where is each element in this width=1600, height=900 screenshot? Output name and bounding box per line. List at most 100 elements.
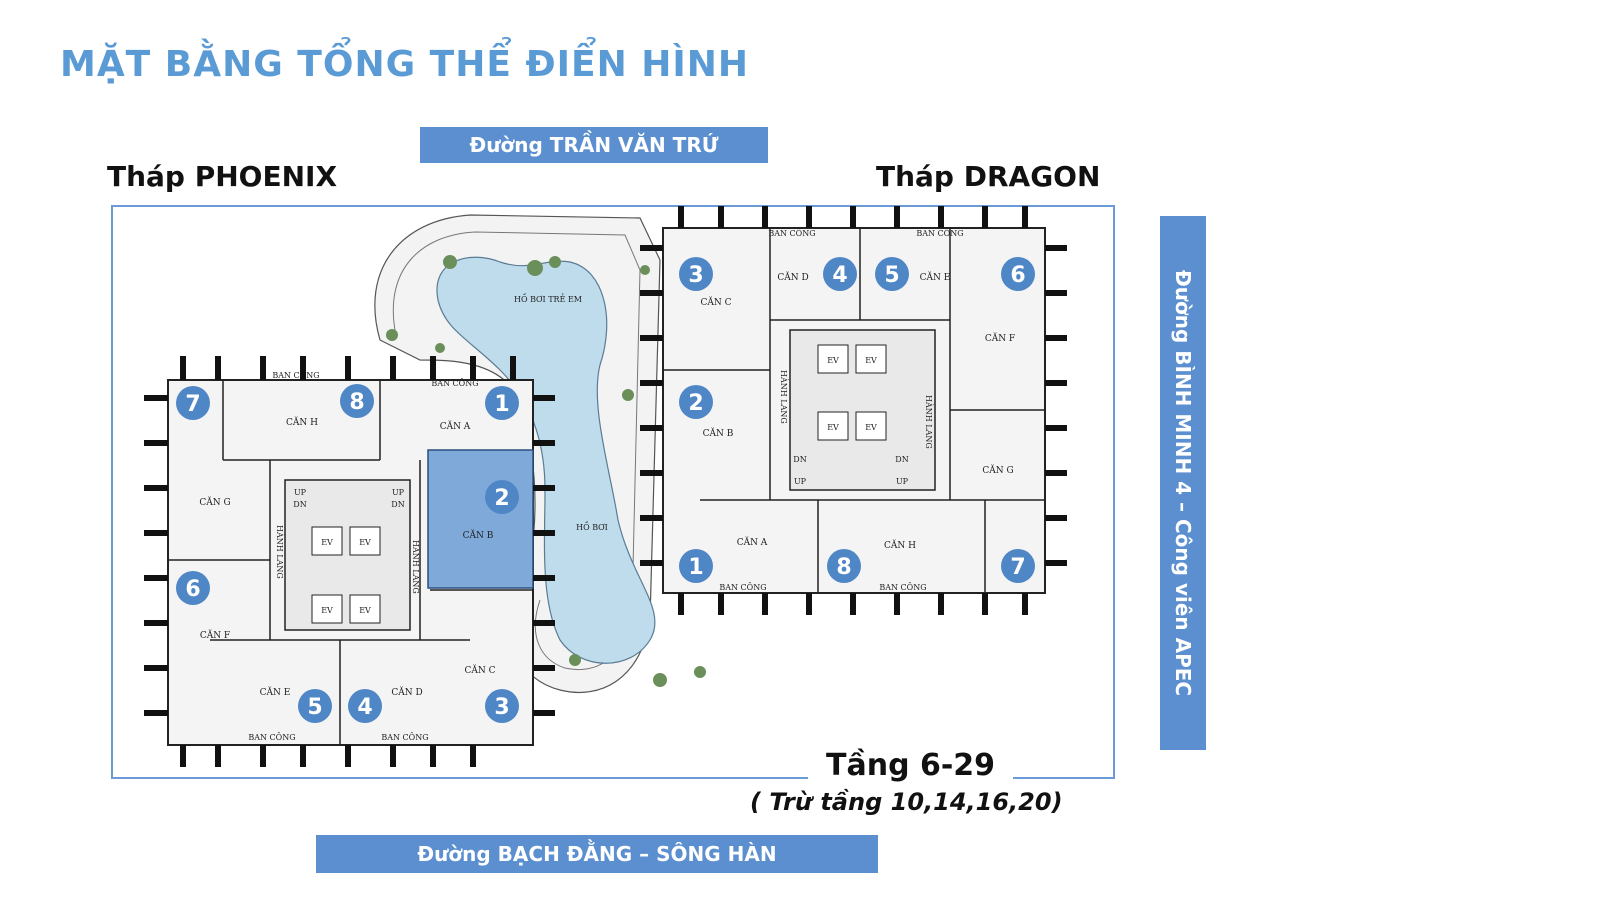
- unit-number: 6: [1010, 263, 1025, 288]
- phoenix-tower: EV EV EV EV UP UP DN DN HÀNH LANG HÀNH L…: [144, 356, 555, 767]
- greenery: [386, 255, 706, 687]
- dragon-unit-3: 3 CĂN C: [679, 257, 732, 308]
- phoenix-corridor-label: HÀNH LANG: [411, 540, 420, 594]
- unit-name: CĂN B: [463, 529, 494, 541]
- dragon-up-label: UP: [794, 477, 807, 486]
- dragon-corridor-label: HÀNH LANG: [779, 370, 788, 424]
- dragon-unit-5: 5 CĂN E: [875, 257, 950, 291]
- unit-number: 7: [1010, 555, 1025, 580]
- unit-name: CĂN C: [700, 296, 731, 308]
- street-bottom-label: Đường BẠCH ĐẰNG – SÔNG HÀN: [316, 835, 878, 873]
- unit-number: 2: [688, 391, 703, 416]
- dragon-balcony-label: BAN CÔNG: [768, 229, 815, 238]
- unit-number: 2: [494, 486, 509, 511]
- phoenix-ev-label: EV: [359, 538, 371, 547]
- dragon-elevator: [817, 344, 849, 374]
- dragon-up-label: UP: [896, 477, 909, 486]
- dragon-unit-4: 4 CĂN D: [777, 257, 857, 291]
- phoenix-balcony-label: BAN CÔNG: [381, 733, 428, 742]
- dragon-balcony-label: BAN CÔNG: [916, 229, 963, 238]
- unit-name: CĂN A: [737, 536, 768, 548]
- dragon-balcony-label: BAN CÔNG: [879, 583, 926, 592]
- phoenix-unit-7: 7 CĂN G: [176, 386, 231, 508]
- unit-name: CĂN G: [199, 496, 230, 508]
- phoenix-down-label: DN: [391, 500, 404, 509]
- phoenix-ev-label: EV: [321, 606, 333, 615]
- phoenix-elevator: [311, 526, 343, 556]
- dragon-ev-label: EV: [827, 356, 839, 365]
- dragon-down-label: DN: [793, 455, 806, 464]
- unit-number: 1: [494, 392, 509, 417]
- kids-pool-label: HỒ BƠI TRẺ EM: [514, 294, 582, 304]
- phoenix-elevator: [349, 526, 381, 556]
- floor-range: Tầng 6-29: [808, 748, 1014, 783]
- dragon-balcony-label: BAN CÔNG: [719, 583, 766, 592]
- unit-name: CĂN F: [200, 629, 230, 641]
- dragon-down-label: DN: [895, 455, 908, 464]
- phoenix-ev-label: EV: [359, 606, 371, 615]
- dragon-unit-8: 8 CĂN H: [827, 539, 916, 583]
- dragon-corridor-label: HÀNH LANG: [924, 395, 933, 449]
- phoenix-unit-6: 6 CĂN F: [176, 571, 230, 641]
- phoenix-up-label: UP: [392, 488, 405, 497]
- tower-dragon-label: Tháp DRAGON: [876, 160, 1101, 193]
- main-pool-label: HỒ BƠI: [576, 522, 608, 532]
- phoenix-unit-b-highlight: [427, 449, 534, 589]
- unit-number: 4: [357, 695, 372, 720]
- dragon-elevator: [855, 344, 887, 374]
- unit-name: CĂN D: [391, 686, 422, 698]
- unit-name: CĂN B: [703, 427, 734, 439]
- phoenix-corridor-label: HÀNH LANG: [275, 525, 284, 579]
- phoenix-balcony-label: BAN CÔNG: [272, 371, 319, 380]
- phoenix-elevator: [349, 594, 381, 624]
- phoenix-elevator: [311, 594, 343, 624]
- dragon-ev-label: EV: [865, 356, 877, 365]
- phoenix-unit-8: 8 CĂN H: [286, 384, 374, 428]
- dragon-walls: [663, 228, 1045, 593]
- tower-phoenix-label: Tháp PHOENIX: [107, 160, 338, 193]
- unit-number: 1: [688, 555, 703, 580]
- dragon-ev-label: EV: [865, 423, 877, 432]
- street-right-text: Đường BÌNH MINH 4 – Công viên APEC: [1171, 269, 1195, 697]
- dragon-ev-label: EV: [827, 423, 839, 432]
- unit-number: 5: [884, 263, 899, 288]
- dragon-unit-1: 1 CĂN A: [679, 536, 768, 583]
- phoenix-unit-1: 1 CĂN A: [440, 386, 519, 432]
- dragon-unit-2: 2 CĂN B: [679, 385, 734, 439]
- floor-note: ( Trừ tầng 10,14,16,20): [750, 788, 1063, 816]
- phoenix-unit-5: 5 CĂN E: [260, 686, 332, 723]
- unit-number: 3: [688, 263, 703, 288]
- dragon-elevator: [855, 411, 887, 441]
- dragon-tower: EV EV EV EV DN DN UP UP HÀNH LANG HÀNH L…: [640, 206, 1067, 615]
- unit-name: CĂN H: [286, 416, 318, 428]
- unit-name: CĂN H: [884, 539, 916, 551]
- unit-name: CĂN D: [777, 271, 808, 283]
- phoenix-up-label: UP: [294, 488, 307, 497]
- page-title: MẶT BẰNG TỔNG THỂ ĐIỂN HÌNH: [60, 44, 750, 85]
- unit-number: 7: [185, 392, 200, 417]
- unit-number: 5: [307, 695, 322, 720]
- phoenix-down-label: DN: [293, 500, 306, 509]
- unit-name: CĂN G: [982, 464, 1013, 476]
- unit-name: CĂN C: [464, 664, 495, 676]
- street-right-label: Đường BÌNH MINH 4 – Công viên APEC: [1160, 216, 1206, 750]
- dragon-columns: [640, 206, 1067, 615]
- street-top-label: Đường TRẦN VĂN TRỨ: [420, 127, 768, 163]
- dragon-unit-7: 7 CĂN G: [982, 464, 1035, 583]
- plan-frame: [111, 205, 1115, 779]
- phoenix-core: [284, 479, 411, 631]
- unit-name: CĂN E: [920, 271, 951, 283]
- dragon-elevator: [817, 411, 849, 441]
- landscape: HỒ BƠI TRẺ EM HỒ BƠI: [374, 214, 706, 694]
- unit-number: 8: [836, 555, 851, 580]
- phoenix-walls: [168, 380, 533, 745]
- unit-number: 3: [494, 695, 509, 720]
- unit-number: 8: [349, 390, 364, 415]
- unit-name: CĂN A: [440, 420, 471, 432]
- street-bottom-text: Đường BẠCH ĐẰNG – SÔNG HÀN: [417, 842, 777, 866]
- phoenix-unit-2: 2 CĂN B: [463, 480, 519, 541]
- phoenix-columns: [144, 356, 555, 767]
- dragon-unit-6: 6 CĂN F: [985, 257, 1035, 344]
- unit-name: CĂN F: [985, 332, 1015, 344]
